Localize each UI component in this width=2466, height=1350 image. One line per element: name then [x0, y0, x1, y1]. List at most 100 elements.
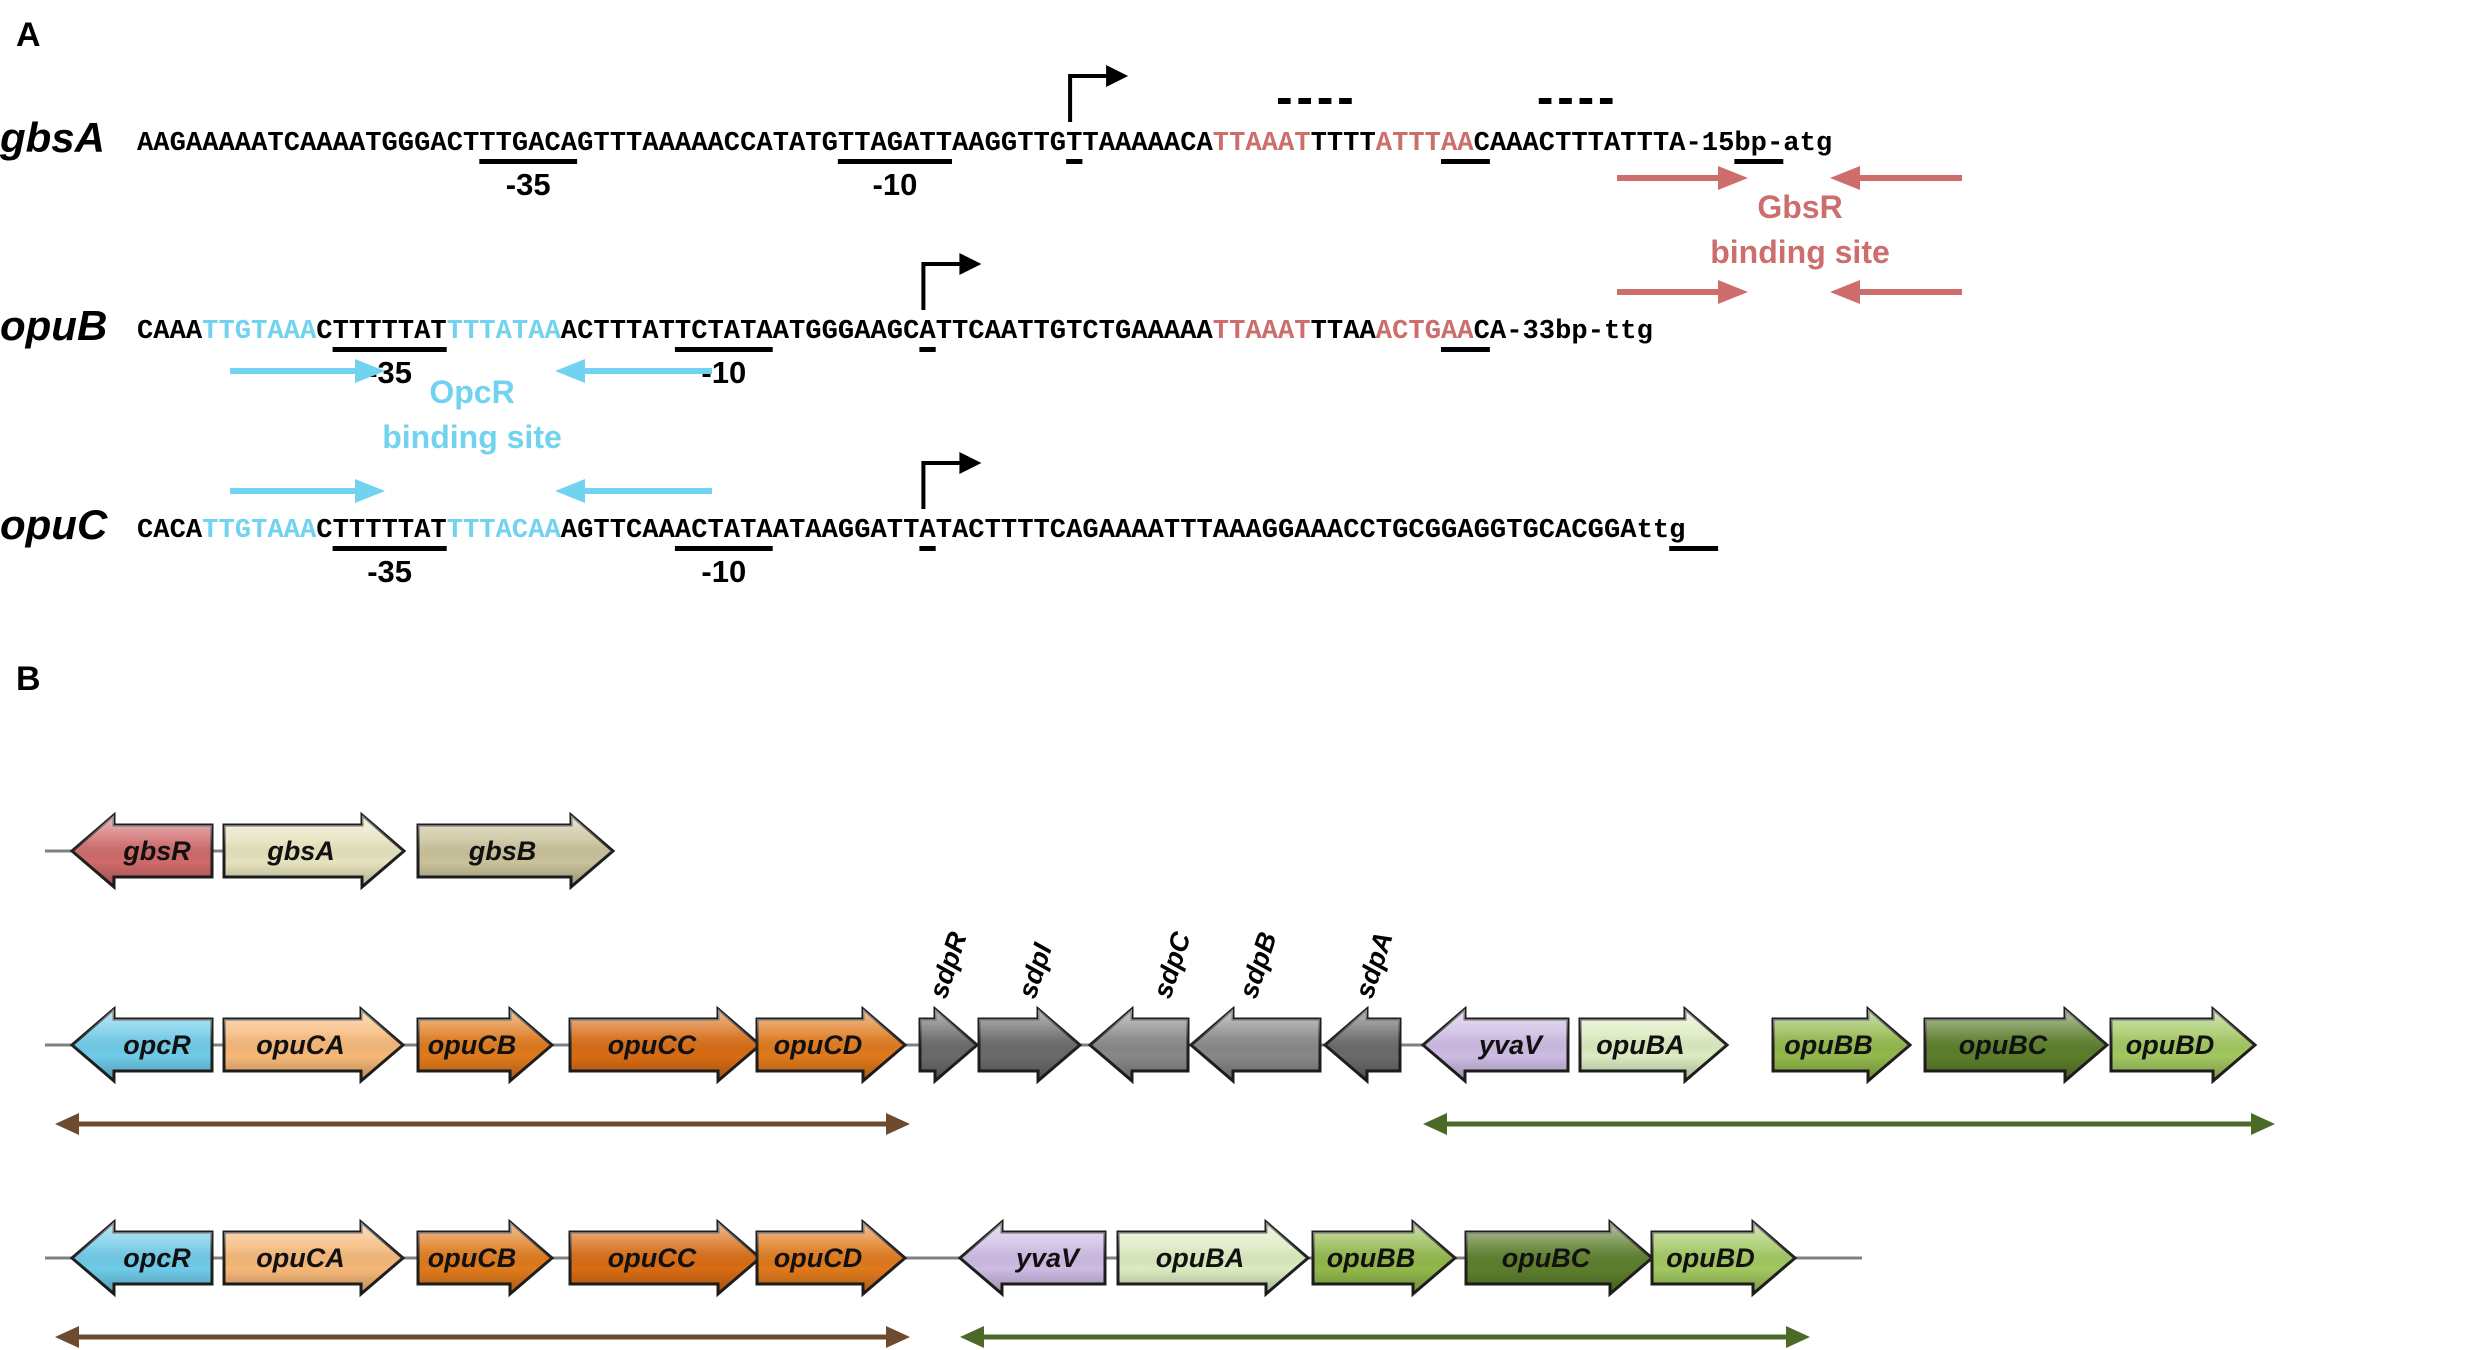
opcr-site-arrow-left-icon [555, 359, 712, 383]
gene-label: opuBB [1784, 1030, 1872, 1060]
opcr-site-arrow-right-icon [230, 359, 385, 383]
operon-span-arrow [960, 1326, 1810, 1348]
overline-dash [1579, 98, 1593, 104]
gene-opuCA: opuCA [222, 1218, 406, 1298]
gene-label: yvaV [1014, 1243, 1081, 1273]
gene-opuBC: opuBC [1923, 1005, 2110, 1085]
gene-label: opuCC [608, 1243, 697, 1273]
gene-label: opuCC [608, 1030, 697, 1060]
gene-label: opuCD [774, 1243, 862, 1273]
sequence-segment: TTAAAT [1213, 317, 1311, 347]
opcr-site-label-line1: OpcR [429, 374, 514, 410]
overline-dash [1559, 98, 1572, 104]
promoter-name: opuC [0, 501, 108, 548]
span-arrowhead-left-icon [960, 1326, 984, 1348]
gbsr-site-label-line1: GbsR [1757, 189, 1842, 225]
sdp-gene-label: sdpI [1012, 939, 1058, 1002]
gene-label: opuCB [428, 1243, 516, 1273]
tss-arrow-icon [1068, 74, 1109, 122]
sequence-segment: ATTTAA [1376, 129, 1475, 159]
underline-mark [1066, 159, 1083, 164]
overline-dash [1339, 98, 1352, 104]
opcr-site-label-line2: binding site [382, 419, 562, 455]
operon-span-arrow [55, 1113, 910, 1135]
underline-mark [479, 159, 578, 164]
promoter-box-label: -35 [506, 167, 551, 202]
gene-label: opcR [123, 1030, 191, 1060]
tss-arrowhead-icon [1106, 65, 1129, 87]
dna-sequence: AAGAAAAATCAAAATGGGACTTTGACAGTTTAAAAACCAT… [137, 129, 1832, 159]
sequence-row-opuC: opuC CACATTGTAAACTTTTTATTTTACAAAGTTCAAACT… [0, 452, 1719, 589]
sequence-segment: TTGTAAA [202, 516, 317, 546]
gene-label: opuBC [1959, 1030, 2048, 1060]
underline-mark [837, 159, 952, 164]
gbsr-site-arrow-right-icon [1617, 280, 1748, 304]
gene-opuBD: opuBD [2109, 1005, 2258, 1085]
gene-arrow [977, 1005, 1083, 1085]
sequence-segment: CA-33bp-ttg [1474, 317, 1653, 347]
operon-maps: gbsR gbsA gbsB opcR opuCA opuCB opuCC opuCD yvaV… [45, 811, 2275, 1348]
gene-gbsR: gbsR [69, 811, 214, 891]
span-arrowhead-left-icon [55, 1326, 79, 1348]
underline-mark [1669, 546, 1719, 551]
dna-sequence: CAAATTGTAAACTTTTTATTTTATAAACTTTATTCTATAA… [137, 317, 1653, 347]
underline-mark [919, 546, 936, 551]
sequence-segment: TTTATAA [447, 317, 562, 347]
sequence-segment: TTAAAT [1213, 129, 1311, 159]
tss-arrow-icon [921, 461, 962, 509]
sequence-segment: CAAACTTTATTTA-15bp-atg [1474, 129, 1833, 159]
sequence-segment: CTTTTTAT [316, 516, 446, 546]
tss-arrow-icon [921, 262, 962, 310]
gene-opuBB: opuBB [1311, 1218, 1458, 1298]
gene-opuBA: opuBA [1116, 1218, 1311, 1298]
opcr-site-arrow-left-icon [555, 479, 712, 503]
gene-label: opuCA [256, 1243, 344, 1273]
promoter-box-label: -35 [367, 554, 412, 589]
underline-mark [332, 347, 447, 352]
sdp-gene-label: sdpB [1233, 928, 1282, 1001]
tss-arrowhead-icon [959, 253, 982, 275]
opcr-site-arrow-right-icon [230, 479, 385, 503]
gene-label: opuBA [1596, 1030, 1684, 1060]
dna-sequence: CACATTGTAAACTTTTTATTTTACAAAGTTCAAACTATAA… [137, 516, 1686, 546]
gene-label: opcR [123, 1243, 191, 1273]
gene-opuCB: opuCB [416, 1218, 555, 1298]
gene-yvaV: yvaV [1420, 1005, 1570, 1085]
span-arrowhead-right-icon [1786, 1326, 1810, 1348]
overline-dash [1318, 98, 1332, 104]
gene-label: opuCA [256, 1030, 344, 1060]
tss-arrowhead-icon [959, 452, 982, 474]
sequence-segment: AGTTCAAACTATAATAAGGATTATACTTTTCAGAAAATTT… [561, 516, 1686, 546]
span-arrowhead-left-icon [55, 1113, 79, 1135]
gene-opuBB: opuBB [1771, 1005, 1913, 1085]
gene-opuBA: opuBA [1578, 1005, 1730, 1085]
gene-label: opuCB [428, 1030, 516, 1060]
operon-span-arrow [1423, 1113, 2275, 1135]
overline-dash [1278, 98, 1291, 104]
gene-arrow [918, 1005, 980, 1085]
sequence-segment: CAAA [137, 317, 203, 347]
promoter-box-label: -10 [701, 554, 746, 589]
gene-opuBD: opuBD [1650, 1218, 1798, 1298]
gbsr-site-arrow-left-icon [1830, 280, 1962, 304]
sdp-gene-label: sdpC [1147, 928, 1197, 1002]
gene-label: gbsA [266, 836, 335, 866]
gene-label: opuBB [1327, 1243, 1415, 1273]
underline-mark [919, 347, 936, 352]
gbsr-site-arrow-right-icon [1617, 166, 1748, 190]
sequence-segment: CACA [137, 516, 203, 546]
gene-label: opuBA [1156, 1243, 1244, 1273]
gene-opcR: opcR [69, 1005, 214, 1085]
underline-mark [332, 546, 447, 551]
underline-mark [1441, 159, 1490, 164]
gene-gbsB: gbsB [416, 811, 616, 891]
gene-opuCA: opuCA [222, 1005, 406, 1085]
sequence-segment: TTTT [1311, 129, 1376, 159]
sequence-segment: ACTGAA [1376, 317, 1475, 347]
